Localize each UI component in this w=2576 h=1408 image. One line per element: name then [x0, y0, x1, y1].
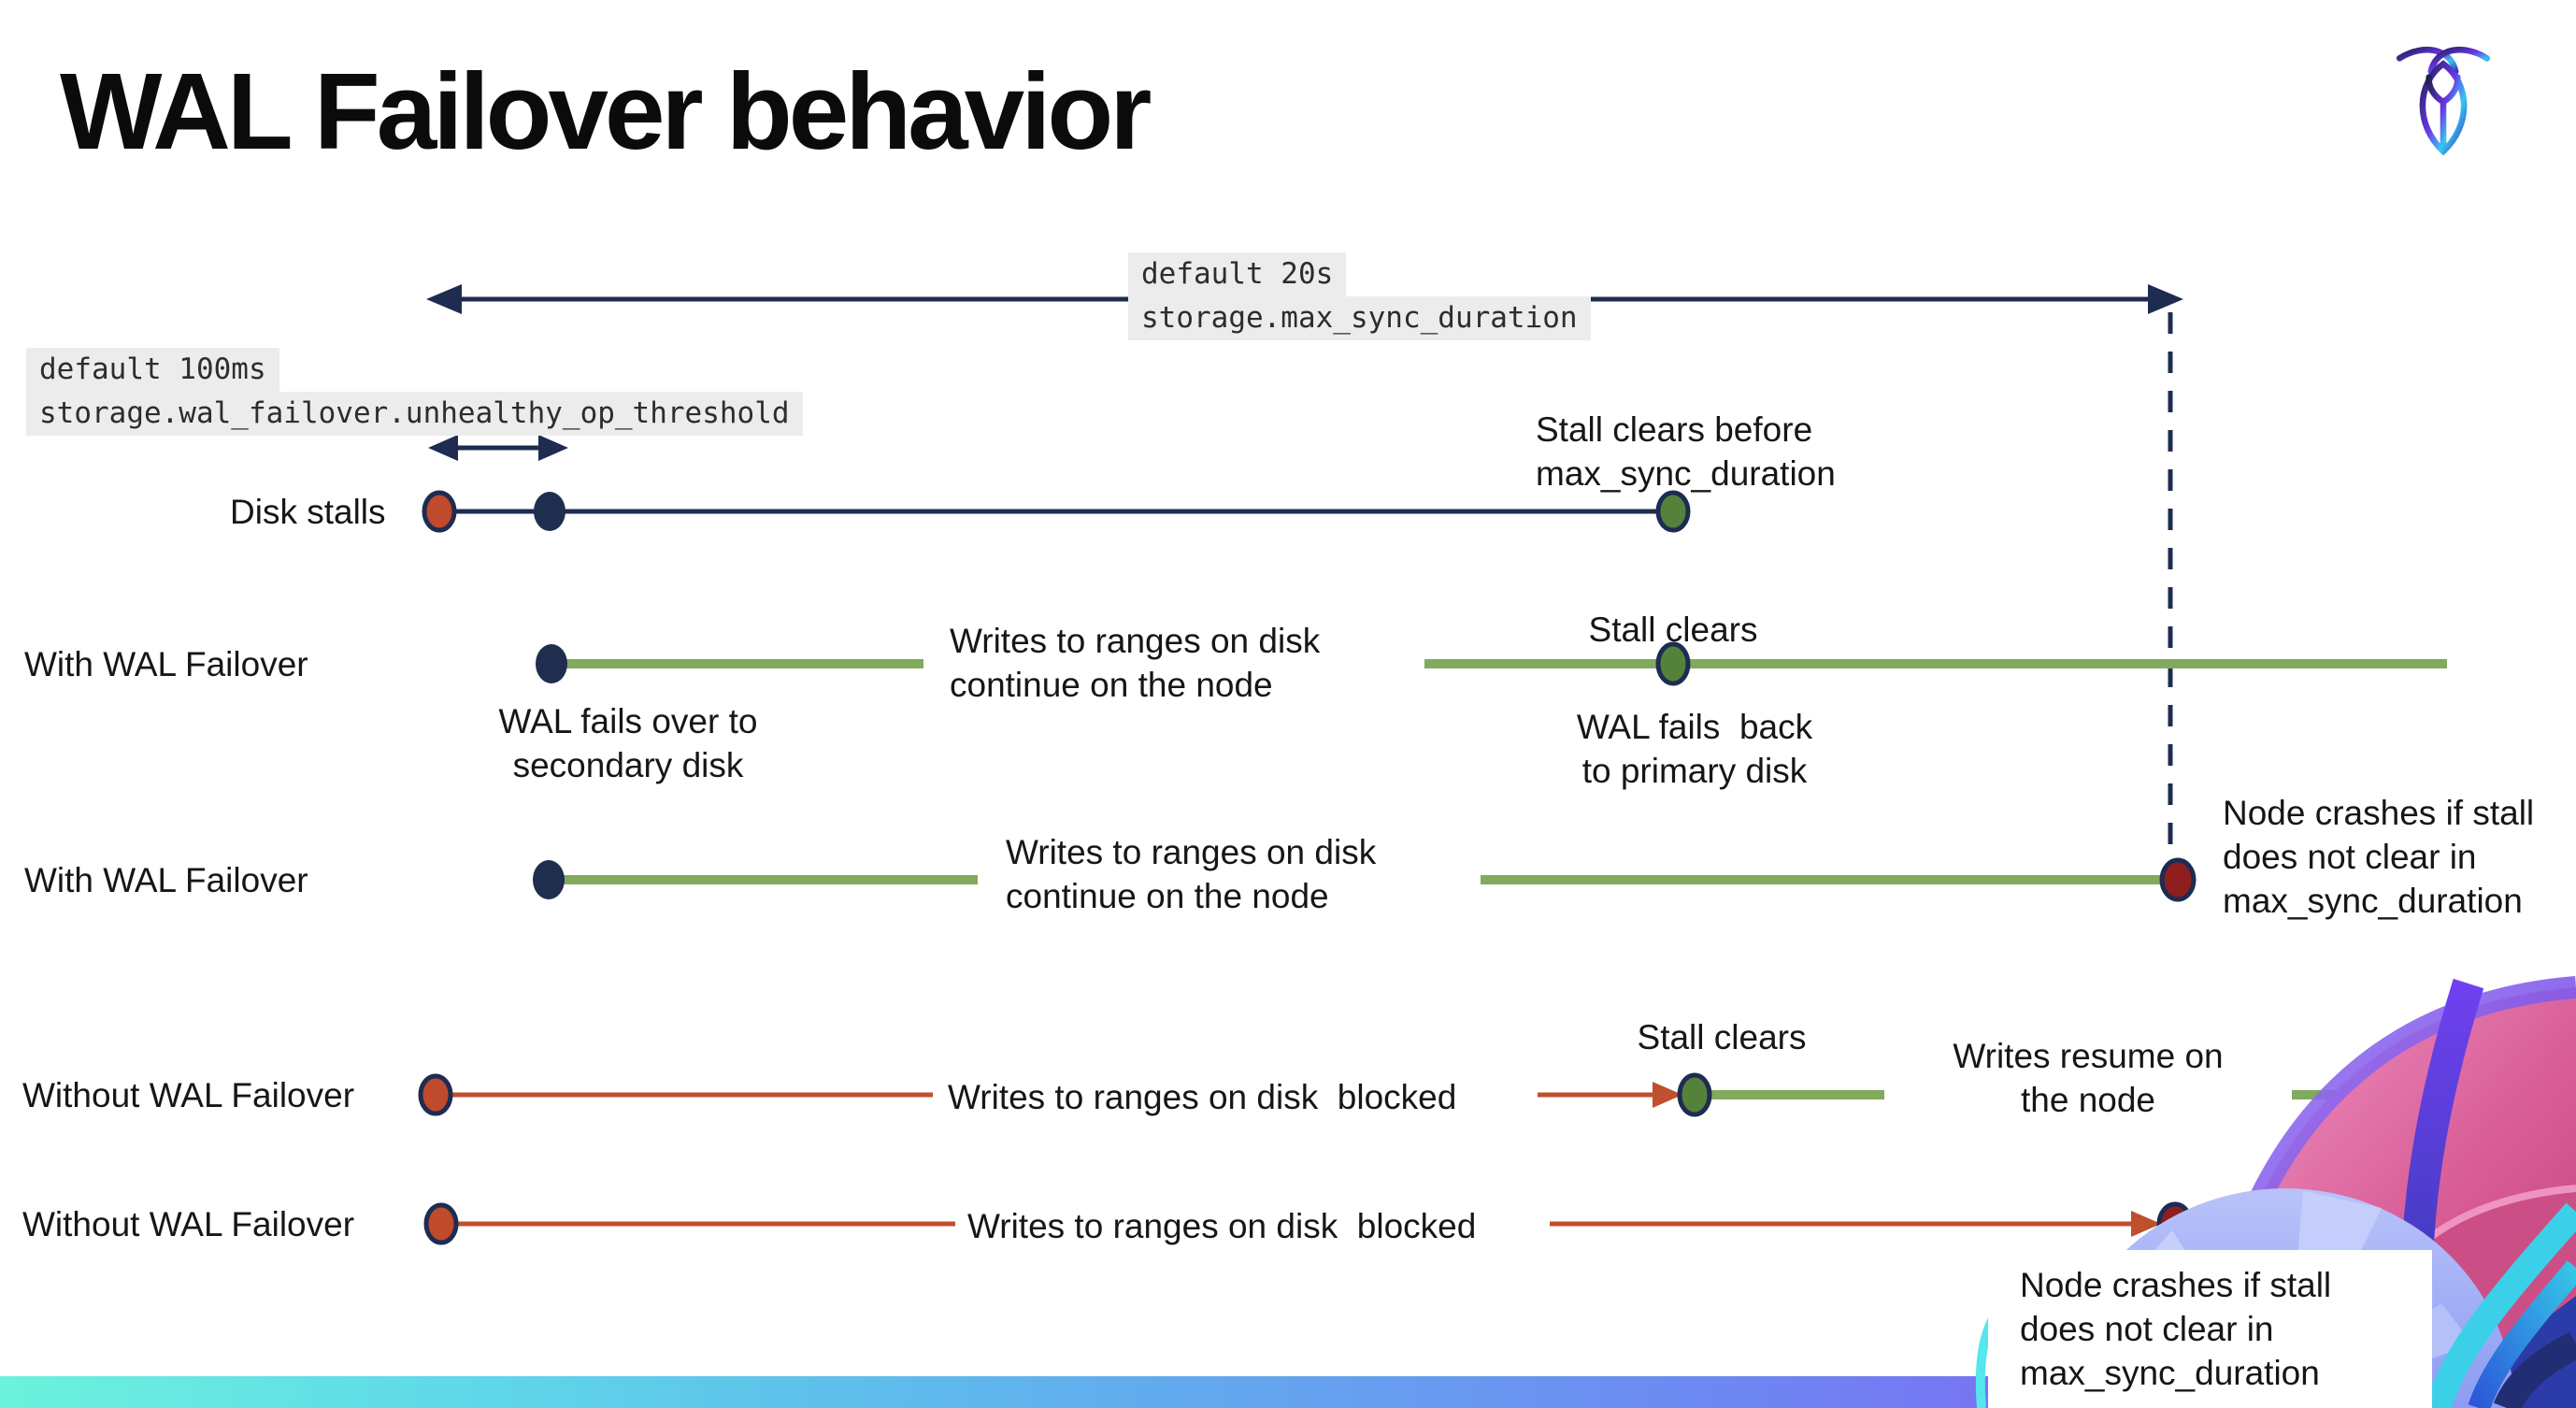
leg-cyan	[2425, 1202, 2576, 1408]
logo-wing-vein	[2426, 74, 2461, 155]
arrowhead-blocked-2-icon	[2131, 1211, 2161, 1237]
dot-failover-threshold	[534, 492, 565, 531]
arrowhead-left-small-icon	[428, 435, 458, 461]
leg-navy	[2494, 1331, 2576, 1408]
dot-stall-start-no-failover-2	[423, 1202, 459, 1245]
arrowhead-blocked-1-icon	[1653, 1082, 1682, 1108]
dot-stall-clears-before-deadline	[1655, 490, 1691, 533]
dot-wal-fails-back	[1655, 641, 1691, 686]
logo-antenna-left	[2396, 46, 2459, 75]
dot-node-crash-1	[2159, 857, 2197, 902]
cockroachdb-logo-icon	[2396, 46, 2491, 156]
arrowhead-right-icon	[2148, 284, 2183, 314]
dot-stall-start-no-failover-1	[418, 1073, 453, 1116]
arrowhead-left-icon	[426, 284, 462, 314]
dot-stall-clears-no-failover	[1677, 1072, 1712, 1117]
node-crash-callout-box: Node crashes if stall does not clear in …	[1988, 1250, 2432, 1408]
node-crash-label-2: Node crashes if stall does not clear in …	[2020, 1266, 2332, 1392]
dot-wal-fails-over-1	[536, 644, 567, 683]
leg-blue	[2468, 1260, 2576, 1408]
logo-antenna-right	[2427, 46, 2491, 75]
dot-wal-fails-over-2	[533, 860, 565, 899]
dot-stall-start	[422, 490, 457, 533]
arrowhead-right-small-icon	[538, 435, 568, 461]
